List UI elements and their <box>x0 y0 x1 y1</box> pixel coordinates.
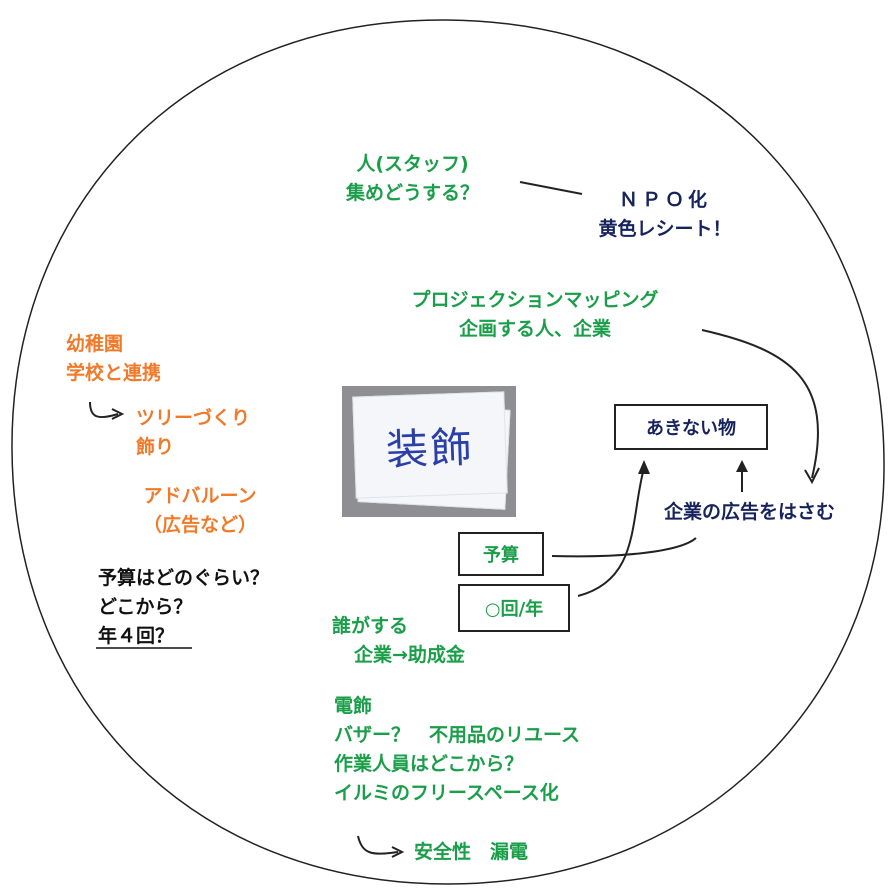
outer-circle <box>11 19 885 885</box>
note-tree-line-1: ツリーづくり <box>136 407 251 429</box>
note-electric-line-3: 作業人員はどこから？ <box>334 753 524 775</box>
note-electric: 電飾 バザー？ 不用品のリユース 作業人員はどこから？ イルミのフリースペース化 <box>334 692 580 808</box>
note-safety: 安全性 漏電 <box>414 838 528 867</box>
note-budget-question-line-3: 年４回？ <box>98 625 175 647</box>
safety-hook-arrowhead <box>391 846 405 858</box>
card-text: 装飾 <box>385 421 475 475</box>
box-kai-nen: ○回/年 <box>458 584 570 632</box>
note-tree-line-2: 飾り <box>136 436 175 458</box>
note-electric-line-4: イルミのフリースペース化 <box>334 782 559 804</box>
note-ads-text: 企業の広告をはさむ <box>664 501 836 523</box>
kai-akinai-arrowhead <box>638 460 650 474</box>
note-electric-line-2: バザー？ 不用品のリユース <box>334 724 581 746</box>
note-projection-line-2: 企画する人、企業 <box>458 318 611 340</box>
safety-hook-arrow <box>357 835 399 855</box>
note-budget-question-line-2: どこから？ <box>98 596 193 618</box>
note-balloon: アドバルーン （広告など） <box>130 482 270 540</box>
box-akinai: あきない物 <box>614 404 768 450</box>
note-who-line-2: 企業→助成金 <box>354 644 465 666</box>
projection-arrow <box>701 329 819 479</box>
note-staff-line-2: 集めどうする？ <box>346 182 480 204</box>
box-yosan: 予算 <box>458 532 544 576</box>
note-electric-line-1: 電飾 <box>334 695 373 717</box>
note-who-line-1: 誰がする <box>332 615 409 637</box>
tree-hook-arrowhead <box>111 408 125 420</box>
note-npo: ＮＰＯ化 黄色レシート！ <box>590 186 740 244</box>
note-balloon-line-2: （広告など） <box>142 514 257 536</box>
note-budget-question: 予算はどのぐらい？ どこから？ 年４回？ <box>98 564 269 651</box>
note-safety-text: 安全性 漏電 <box>414 841 529 863</box>
kai-akinai-arrow <box>577 467 645 597</box>
note-who: 誰がする 企業→助成金 <box>332 612 465 670</box>
tree-hook-arrow <box>89 401 119 419</box>
note-kindergarten-line-1: 幼稚園 <box>66 333 124 355</box>
note-balloon-line-1: アドバルーン <box>143 485 257 507</box>
note-ads: 企業の広告をはさむ <box>664 498 835 527</box>
staff-npo-line <box>519 181 583 195</box>
note-projection-line-1: プロジェクションマッピング <box>411 289 659 311</box>
card-photo: 装飾 <box>342 386 516 517</box>
note-kindergarten: 幼稚園 学校と連携 <box>66 330 161 388</box>
ads-akinai-arrowhead <box>736 460 748 472</box>
note-npo-line-2: 黄色レシート！ <box>598 218 732 240</box>
note-tree: ツリーづくり 飾り <box>136 404 250 462</box>
note-budget-question-line-1: 予算はどのぐらい？ <box>98 567 270 589</box>
note-kindergarten-line-2: 学校と連携 <box>66 362 162 384</box>
budget-ads-line <box>551 537 697 558</box>
card-front: 装飾 <box>352 391 508 499</box>
note-staff: 人(スタッフ) 集めどうする？ <box>346 150 479 208</box>
note-projection: プロジェクションマッピング 企画する人、企業 <box>380 286 690 344</box>
projection-arrowhead <box>804 467 820 485</box>
note-staff-line-1: 人(スタッフ) <box>356 153 469 175</box>
note-npo-line-1: ＮＰＯ化 <box>618 189 711 211</box>
